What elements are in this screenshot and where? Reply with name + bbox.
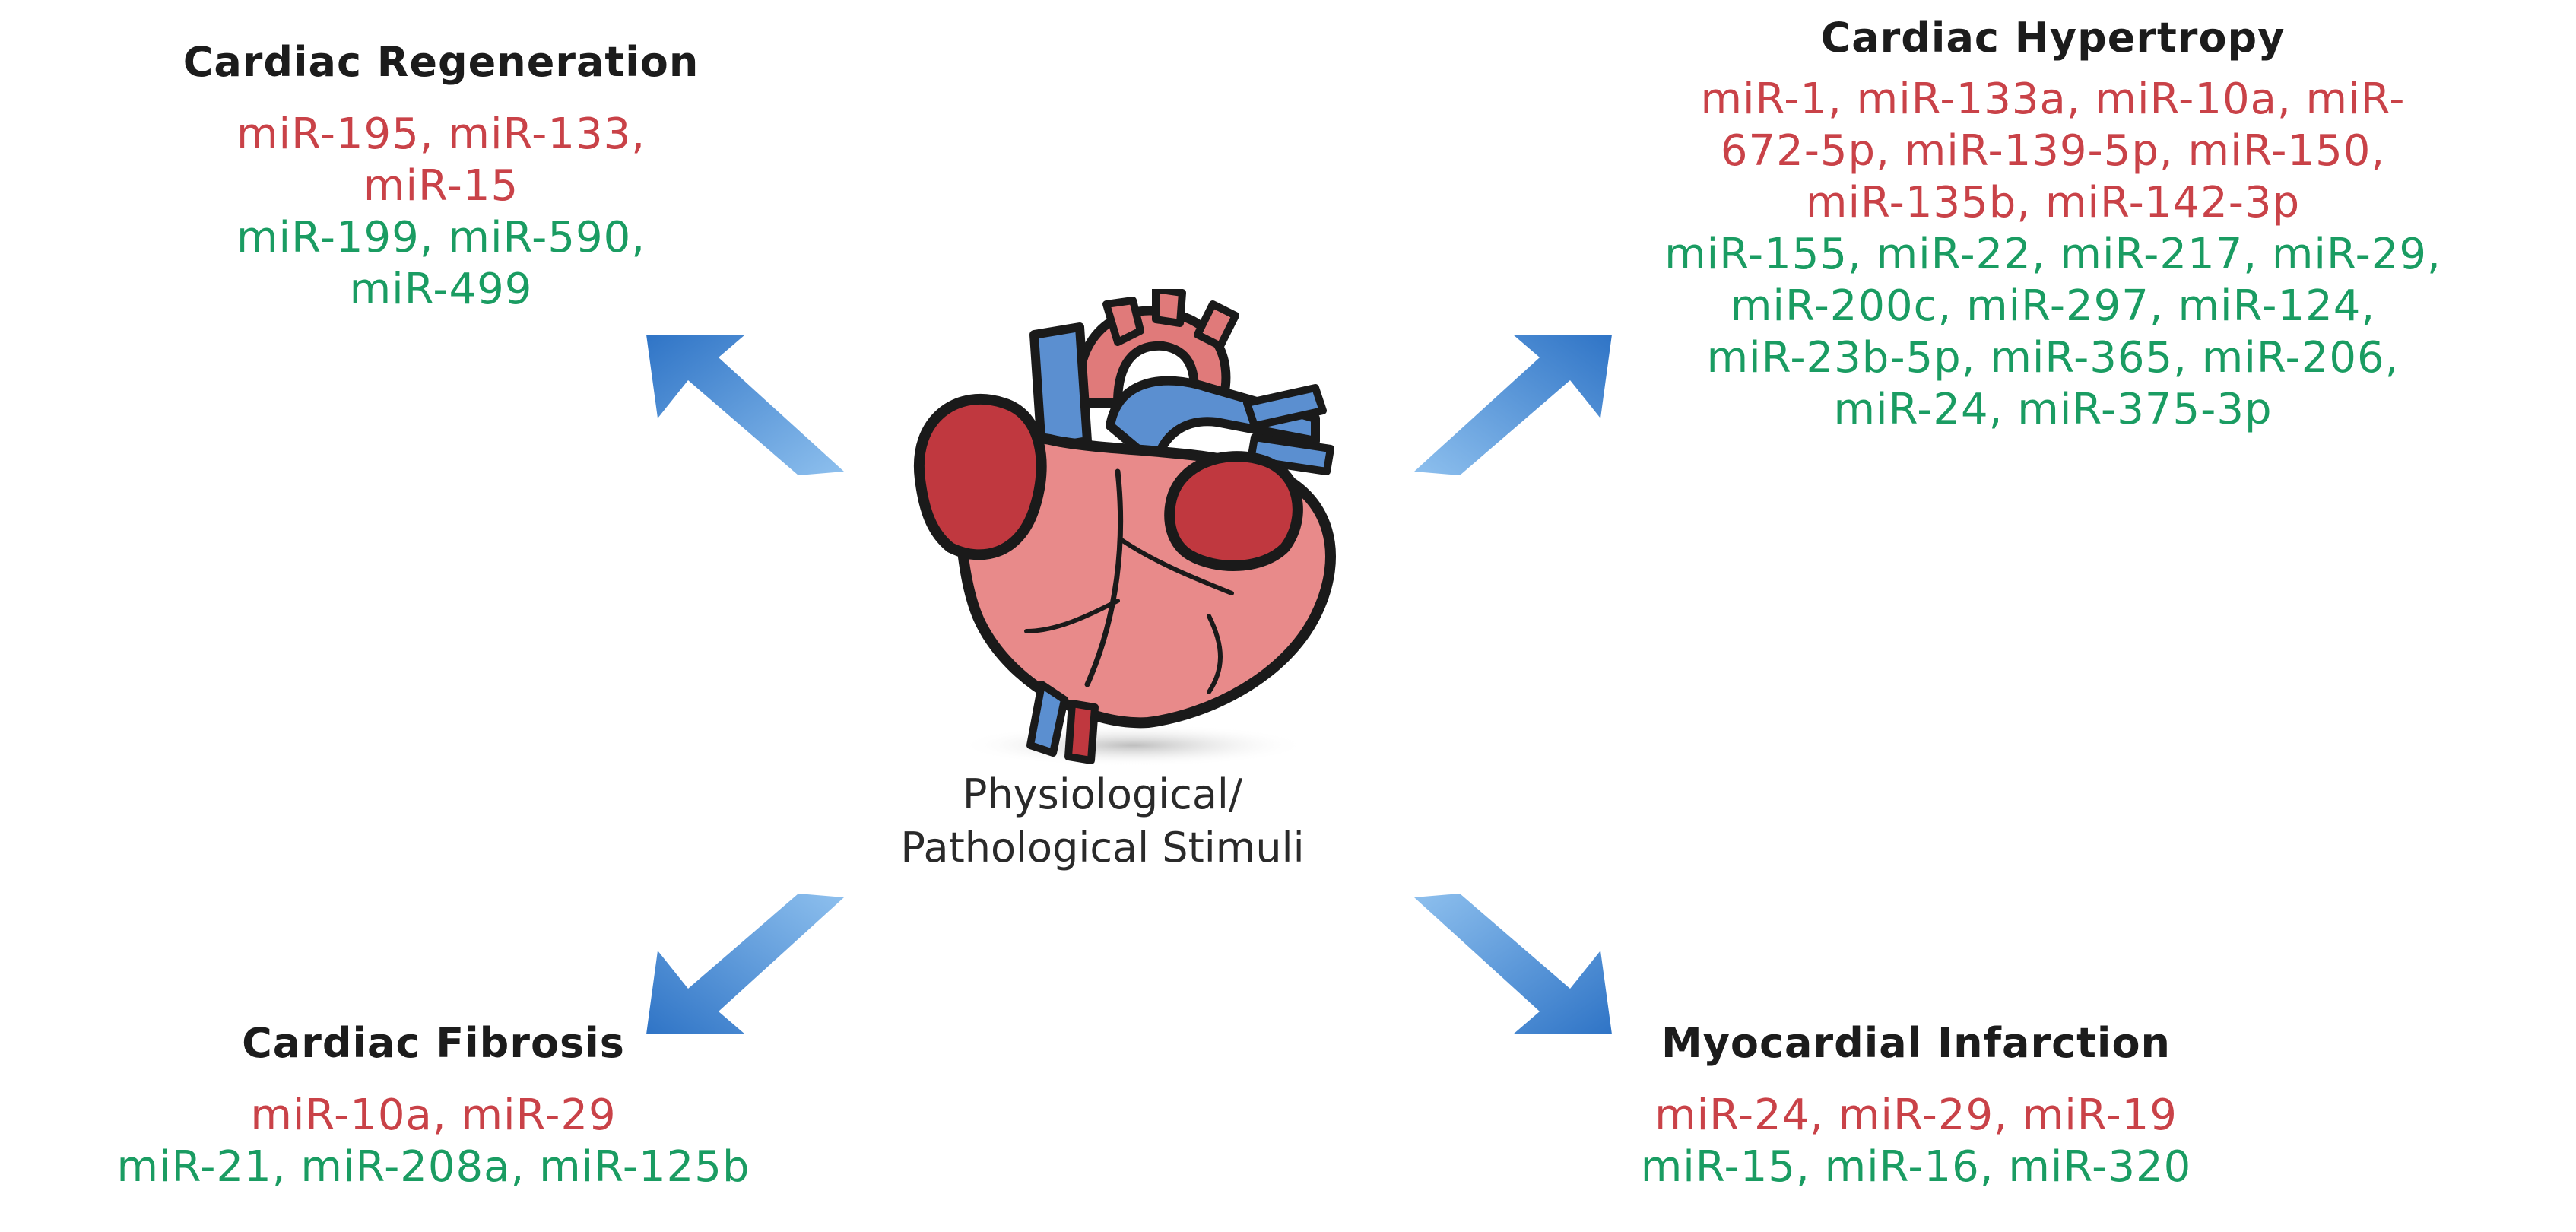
mir-list-upregulated: miR-24, miR-29, miR-19 — [1654, 1091, 2178, 1140]
mir-list-downregulated: miR-155, miR-22, miR-217, miR-29, — [1664, 230, 2441, 279]
panel-cardiac-fibrosis: Cardiac Fibrosis miR-10a, miR-29 miR-21,… — [15, 1019, 852, 1193]
mir-list-downregulated: miR-15, miR-16, miR-320 — [1640, 1142, 2192, 1192]
heart-illustration-icon — [913, 289, 1336, 767]
arrow-down-right-icon — [1414, 894, 1612, 1034]
center-label-line: Physiological/ — [962, 770, 1243, 818]
center-stimuli-label: Physiological/ Pathological Stimuli — [791, 768, 1414, 875]
center-label-line: Pathological Stimuli — [900, 824, 1305, 872]
mir-list-downregulated: miR-499 — [349, 265, 533, 314]
arrow-down-left-icon — [646, 894, 844, 1034]
mir-list-downregulated: miR-199, miR-590, — [236, 213, 646, 262]
arrow-up-right-icon — [1414, 335, 1612, 475]
panel-myocardial-infarction: Myocardial Infarction miR-24, miR-29, mi… — [1521, 1019, 2311, 1193]
mir-list-upregulated: miR-1, miR-133a, miR-10a, miR- — [1700, 75, 2406, 124]
mir-list-upregulated: 672-5p, miR-139-5p, miR-150, — [1720, 126, 2386, 176]
panel-title: Myocardial Infarction — [1661, 1019, 2171, 1067]
mir-list-upregulated: miR-195, miR-133, — [236, 110, 646, 159]
panel-title: Cardiac Hypertropy — [1820, 14, 2286, 62]
mir-list-downregulated: miR-24, miR-375-3p — [1833, 385, 2273, 434]
mir-list-downregulated: miR-23b-5p, miR-365, miR-206, — [1706, 333, 2400, 383]
mir-list-upregulated: miR-10a, miR-29 — [250, 1091, 617, 1140]
panel-cardiac-regeneration: Cardiac Regeneration miR-195, miR-133, m… — [61, 38, 821, 316]
mir-list-downregulated: miR-21, miR-208a, miR-125b — [116, 1142, 750, 1192]
panel-title: Cardiac Fibrosis — [242, 1019, 625, 1067]
mir-list-upregulated: miR-135b, miR-142-3p — [1805, 178, 2301, 227]
arrow-up-left-icon — [646, 335, 844, 475]
panel-title: Cardiac Regeneration — [182, 38, 700, 86]
panel-cardiac-hypertrophy: Cardiac Hypertropy miR-1, miR-133a, miR-… — [1543, 14, 2562, 436]
mir-list-upregulated: miR-15 — [363, 161, 519, 211]
mir-list-downregulated: miR-200c, miR-297, miR-124, — [1730, 281, 2376, 331]
